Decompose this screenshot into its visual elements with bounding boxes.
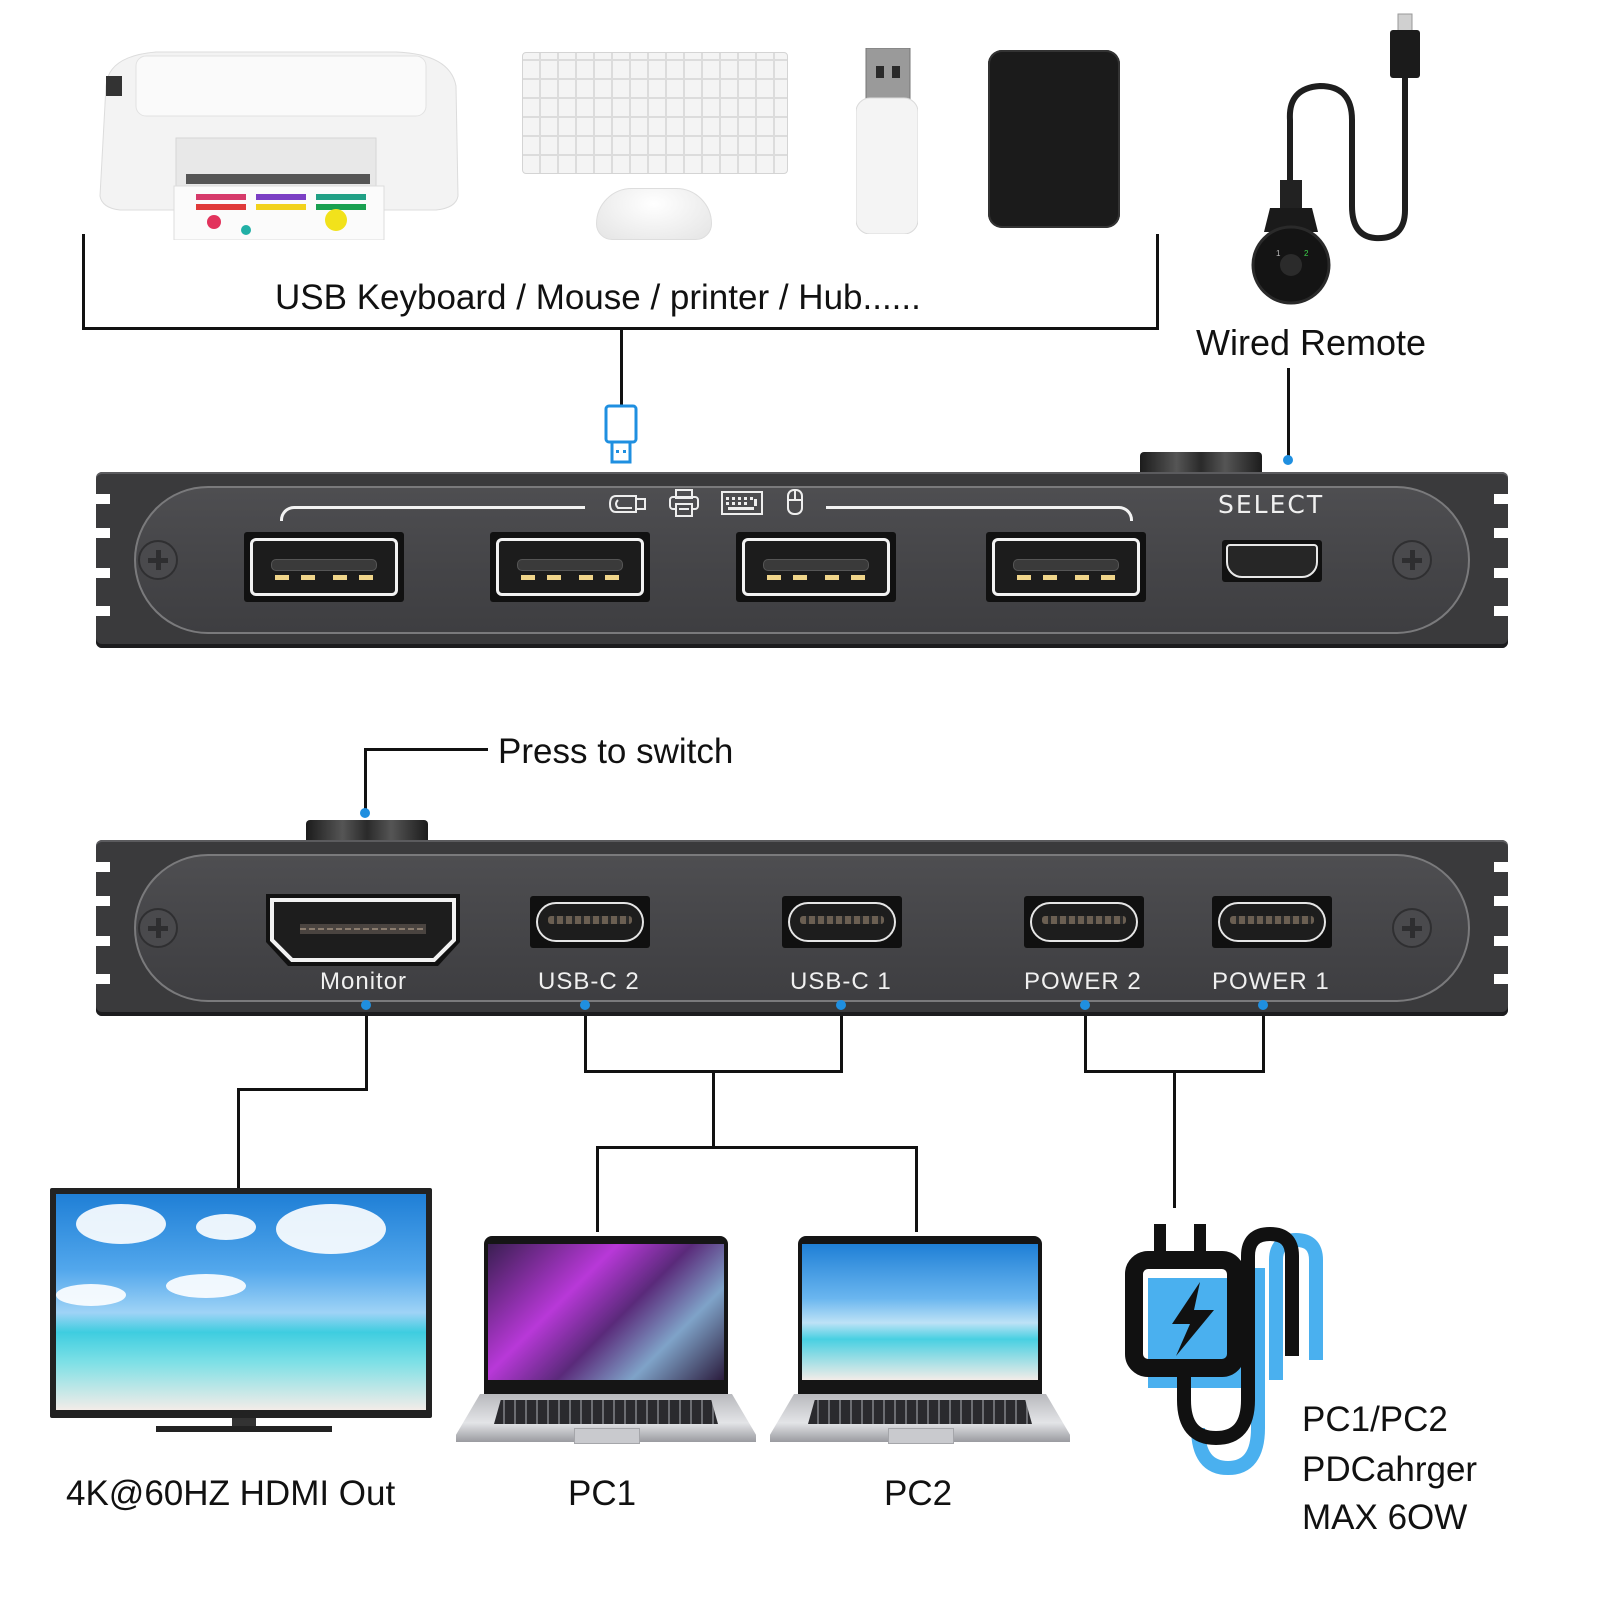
wired-remote-caption: Wired Remote [1196, 322, 1427, 363]
screw-icon [138, 908, 178, 948]
pc1-caption: PC1 [568, 1474, 637, 1513]
connector-line [364, 748, 367, 812]
kvm-front-panel: Monitor USB-C 2 USB-C 1 POWER 2 POWER 1 [96, 840, 1508, 1016]
select-remote-port[interactable] [1222, 540, 1322, 582]
connector-dot [1080, 1000, 1090, 1010]
port-label-monitor: Monitor [320, 968, 408, 995]
connector-dot [360, 808, 370, 818]
usb-a-port-4[interactable] [986, 532, 1146, 602]
mouse-icon [787, 489, 803, 515]
port-label-usbc1: USB-C 1 [790, 968, 892, 995]
screw-icon [1392, 908, 1432, 948]
connector-dot [580, 1000, 590, 1010]
svg-text:1: 1 [1276, 249, 1281, 258]
select-knob[interactable] [1140, 452, 1262, 474]
wired-remote-image: 1 2 [1251, 13, 1420, 305]
external-hard-drive-image [988, 50, 1120, 228]
pc1-laptop-image [456, 1236, 756, 1446]
connector-dot [1258, 1000, 1268, 1010]
screw-icon [1392, 540, 1432, 580]
select-label: SELECT [1218, 490, 1325, 519]
power-port-2[interactable] [1024, 896, 1144, 948]
connector-dot [1283, 455, 1293, 465]
usb-a-port-3[interactable] [736, 532, 896, 602]
connector-line [620, 330, 623, 406]
charger-caption-line: MAX 6OW [1302, 1498, 1468, 1537]
screw-icon [138, 540, 178, 580]
hdmi-port-monitor[interactable] [266, 894, 460, 968]
port-label-power2: POWER 2 [1024, 968, 1142, 995]
keyboard-icon [721, 491, 763, 515]
pc2-caption: PC2 [884, 1474, 953, 1513]
svg-text:2: 2 [1304, 249, 1309, 258]
power-port-1[interactable] [1212, 896, 1332, 948]
usb-plug-icon [604, 404, 638, 464]
usb-c-port-2[interactable] [530, 896, 650, 948]
connector-dot [836, 1000, 846, 1010]
monitor-image [50, 1188, 432, 1418]
devices-caption: USB Keyboard / Mouse / printer / Hub....… [275, 278, 921, 317]
monitor-caption: 4K@60HZ HDMI Out [66, 1474, 396, 1513]
connector-line [82, 234, 85, 330]
charger-icon [1125, 1224, 1323, 1476]
connector-dot [361, 1000, 371, 1010]
mouse-image [596, 188, 712, 240]
usb-c-port-1[interactable] [782, 896, 902, 948]
monitor-stand [156, 1418, 332, 1432]
charger-caption-line: PDCahrger [1302, 1450, 1478, 1489]
usb-stick-image [856, 48, 918, 234]
usb-drive-icon [608, 495, 646, 513]
keyboard-image [522, 52, 788, 174]
port-label-power1: POWER 1 [1212, 968, 1330, 995]
usb-a-port-2[interactable] [490, 532, 650, 602]
connector-line [1287, 368, 1290, 460]
connector-line [82, 327, 1159, 330]
usb-a-port-1[interactable] [244, 532, 404, 602]
switch-button[interactable] [306, 820, 428, 842]
press-to-switch-caption: Press to switch [498, 732, 734, 771]
printer-icon [669, 489, 699, 517]
kvm-rear-panel: SELECT [96, 472, 1508, 648]
connector-line [364, 748, 488, 751]
charger-caption-line: PC1/PC2 [1302, 1400, 1448, 1439]
pc2-laptop-image [770, 1236, 1070, 1446]
port-label-usbc2: USB-C 2 [538, 968, 640, 995]
connector-line [1156, 234, 1159, 330]
printer-image [99, 51, 459, 240]
